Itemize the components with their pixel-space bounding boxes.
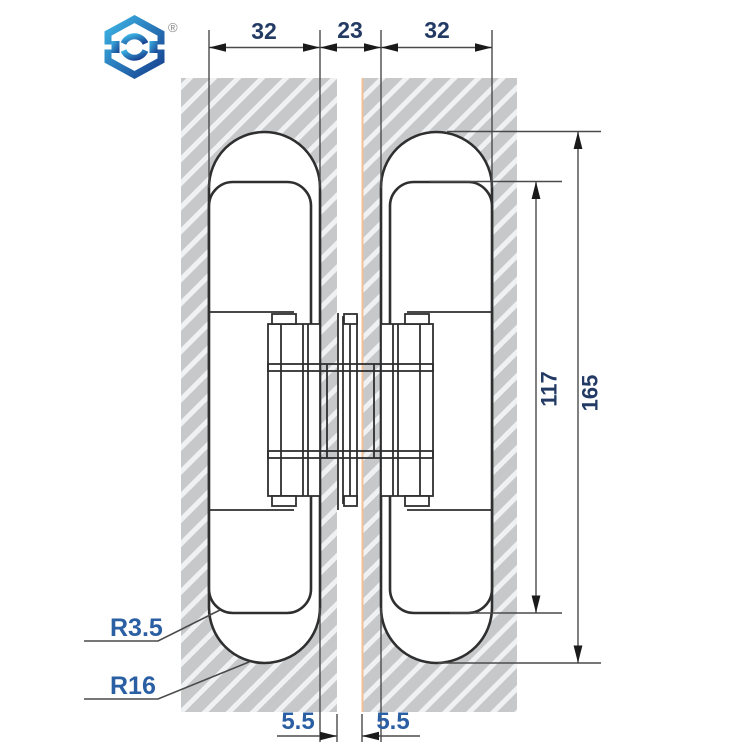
hinge-mechanism	[209, 311, 492, 511]
arrowhead	[209, 43, 226, 52]
left-leaf-block	[267, 323, 321, 497]
logo-tab-left	[111, 41, 120, 53]
dim-top-gap: 23	[337, 17, 363, 43]
dim-top-right-width: 32	[424, 17, 450, 43]
arrowhead	[362, 731, 379, 741]
upper-link-rail	[267, 363, 434, 372]
dimension-heights: 117 165	[430, 130, 603, 664]
logo-notch-left	[104, 44, 112, 50]
arrowhead	[364, 43, 381, 52]
label-inner-radius: R3.5	[110, 614, 163, 642]
logo-hexagon	[104, 15, 165, 79]
lower-link-rail	[267, 450, 434, 459]
right-leaf-block	[380, 323, 434, 497]
logo-tab-right	[149, 41, 158, 53]
connector-block	[404, 313, 430, 325]
connector-block	[271, 495, 297, 507]
leaf-block-details	[280, 324, 421, 496]
dimension-recess-depths: 5.5 5.5	[277, 708, 420, 742]
arrowhead	[531, 595, 541, 613]
arrowhead	[573, 131, 583, 149]
dim-overall-height: 165	[578, 375, 603, 412]
connector-block	[271, 313, 297, 325]
registered-trademark-symbol: ®	[168, 20, 178, 35]
logo-ring-bottom-arc	[120, 49, 149, 61]
logo-ring-top-arc	[120, 33, 149, 45]
cavity-lines	[209, 311, 492, 511]
extension-lines-horizontal	[430, 130, 601, 664]
dim-depth-left: 5.5	[281, 708, 314, 735]
dim-inner-height: 117	[537, 371, 562, 407]
connector-block	[343, 495, 358, 507]
leader-outer-radius	[84, 661, 250, 700]
link-plates	[326, 313, 375, 510]
connector-block	[404, 495, 430, 507]
label-outer-radius: R16	[110, 672, 156, 700]
dim-top-left-width: 32	[251, 18, 277, 44]
connector-block	[343, 313, 358, 325]
arrowhead	[531, 181, 541, 199]
connector-blocks	[271, 313, 430, 507]
logo-notch-right	[157, 44, 165, 50]
arrowhead	[320, 731, 337, 741]
arrowhead	[573, 645, 583, 663]
arrowhead	[320, 43, 337, 52]
arrowhead	[303, 43, 320, 52]
arrowhead	[475, 43, 492, 52]
brand-logo: ®	[104, 15, 178, 79]
dimension-top-widths: 32 23 32	[208, 17, 493, 742]
extension-lines-bottom	[336, 714, 363, 742]
leader-inner-radius	[84, 609, 221, 642]
radius-callouts: R3.5 R16	[84, 609, 250, 700]
arrowhead	[381, 43, 398, 52]
dim-depth-right: 5.5	[376, 708, 409, 735]
hinge-bodies	[207, 130, 494, 665]
extension-lines-vertical	[208, 30, 493, 742]
